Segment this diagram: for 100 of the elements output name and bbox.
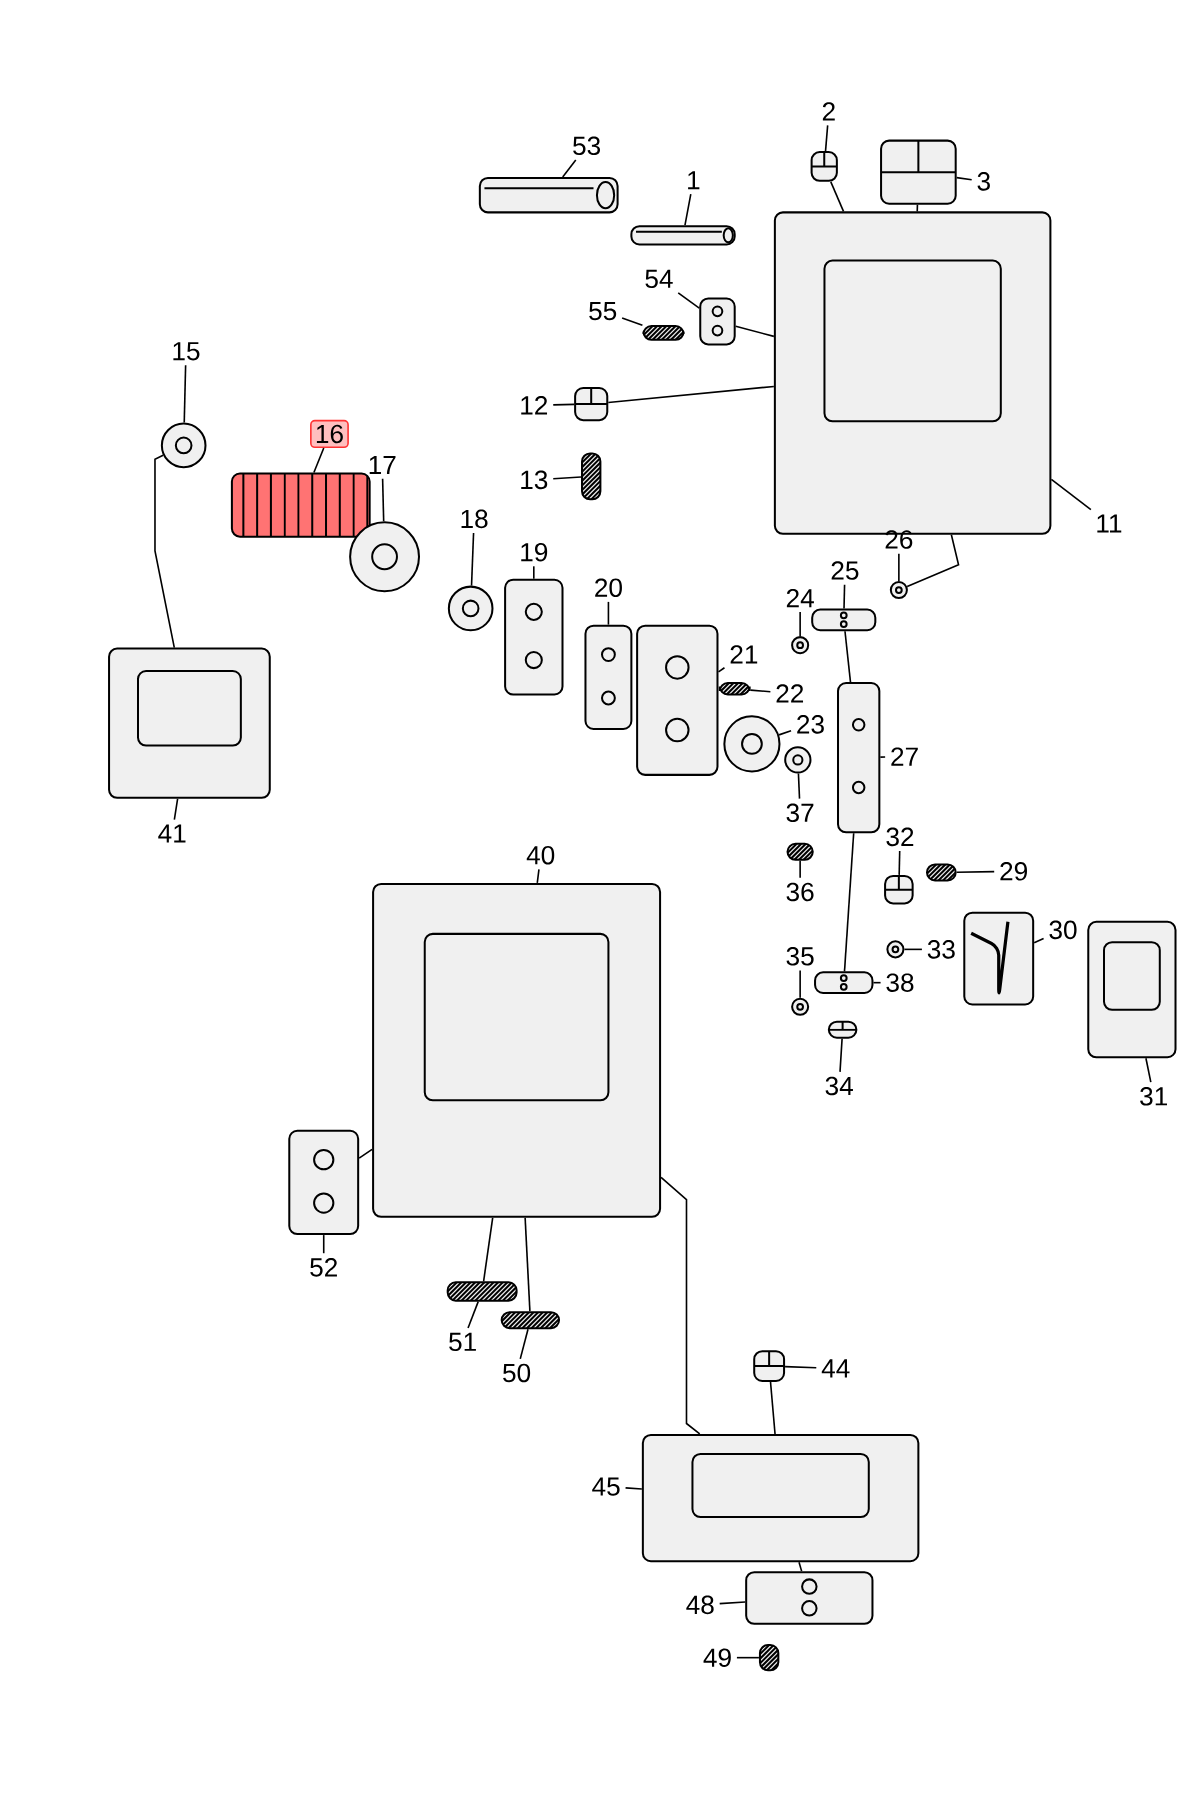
callout-number: 22 [776,684,804,703]
leader-line [470,532,475,587]
leader-line [898,552,900,582]
part-drawing [446,1281,518,1302]
callout-number: 40 [526,846,555,865]
part-drawing [963,911,1035,1006]
leader-line [552,403,576,406]
leader-line [677,292,701,310]
callout-number: 41 [158,824,186,843]
assembly-line [830,181,845,213]
part-drawing [108,647,271,799]
leader-line [313,447,325,474]
leader-line [382,478,385,523]
leader-line [467,1300,480,1329]
leader-line [843,583,846,610]
leader-line [173,798,179,821]
callout-number: 53 [573,136,601,156]
callout-number: 51 [449,1332,477,1352]
part-drawing [884,874,914,905]
callout-number: 36 [786,882,814,902]
leader-line [736,1656,760,1659]
part-drawing [723,715,781,773]
leader-line [778,730,793,736]
assembly-line [358,1148,374,1159]
callout-number: 34 [825,1076,854,1096]
leader-line [323,1234,325,1255]
part-drawing [786,842,814,861]
part-drawing [784,746,812,774]
leader-line [799,611,802,637]
leader-line [533,565,535,580]
callout-number: 49 [703,1648,731,1667]
callout-number: 24 [787,588,815,608]
callout-number: 50 [503,1363,531,1383]
assembly-line [607,385,775,404]
leader-line [824,124,829,152]
assembly-line [524,1217,531,1312]
leader-line [1050,478,1092,511]
part-drawing [753,1350,786,1382]
callout-number: 27 [891,747,918,766]
leader-line [719,1601,747,1605]
part-drawing [581,452,602,501]
part-drawing [886,940,905,959]
part-drawing [630,225,736,246]
callout-number: 31 [1140,1087,1168,1106]
part-drawing [504,578,564,696]
part-drawing [584,624,633,730]
part-drawing [574,387,609,422]
part-drawing [791,636,810,655]
assembly-line [844,630,852,683]
callout-number: 32 [886,827,914,847]
leader-line [839,1037,844,1073]
leader-line [562,159,577,178]
callout-number: 23 [797,715,825,734]
callout-number: 2 [823,102,835,121]
part-drawing [636,624,719,776]
callout-number: 30 [1049,920,1077,940]
leader-line [903,948,923,951]
leader-line [956,870,996,874]
leader-line [898,850,901,876]
leader-line [717,666,726,673]
assembly-line [843,832,855,973]
callout-number: 20 [595,578,623,598]
assembly-line [483,1217,494,1283]
part-drawing [288,1129,360,1236]
part-drawing [718,682,751,696]
callout-number: 13 [521,470,548,490]
callout-number: 38 [886,973,914,992]
assembly-line [769,1381,777,1435]
leader-line [552,476,582,480]
assembly-line [906,534,960,588]
part-drawing [500,1311,561,1330]
callout-number: 33 [927,940,955,959]
leader-line [956,176,973,181]
callout-number: 25 [831,561,859,580]
assembly-line [916,203,919,213]
part-drawing [745,1571,874,1625]
leader-line [621,317,644,327]
callout-number: 15 [173,342,200,361]
leader-line [519,1328,529,1360]
callout-number: 45 [592,1477,620,1496]
callout-number: 35 [786,947,814,966]
callout-number: 11 [1097,514,1122,533]
callout-number: 12 [521,396,548,415]
part-drawing [837,682,881,834]
part-drawing [1087,920,1177,1059]
callout-number: 54 [645,269,673,289]
part-drawing [448,585,494,632]
part-drawing [828,1020,858,1039]
callout-number: 21 [730,645,758,664]
leader-line [799,969,802,999]
leader-line [872,981,882,984]
part-drawing [791,997,810,1016]
callout-number: 16 [310,419,350,449]
callout-number: 37 [786,803,814,823]
callout-number: 3 [977,172,991,191]
callout-number: 1 [688,171,700,190]
part-drawing [642,325,685,341]
leader-line [1033,937,1045,944]
part-drawing [880,139,957,205]
callout-number: 52 [310,1258,338,1277]
